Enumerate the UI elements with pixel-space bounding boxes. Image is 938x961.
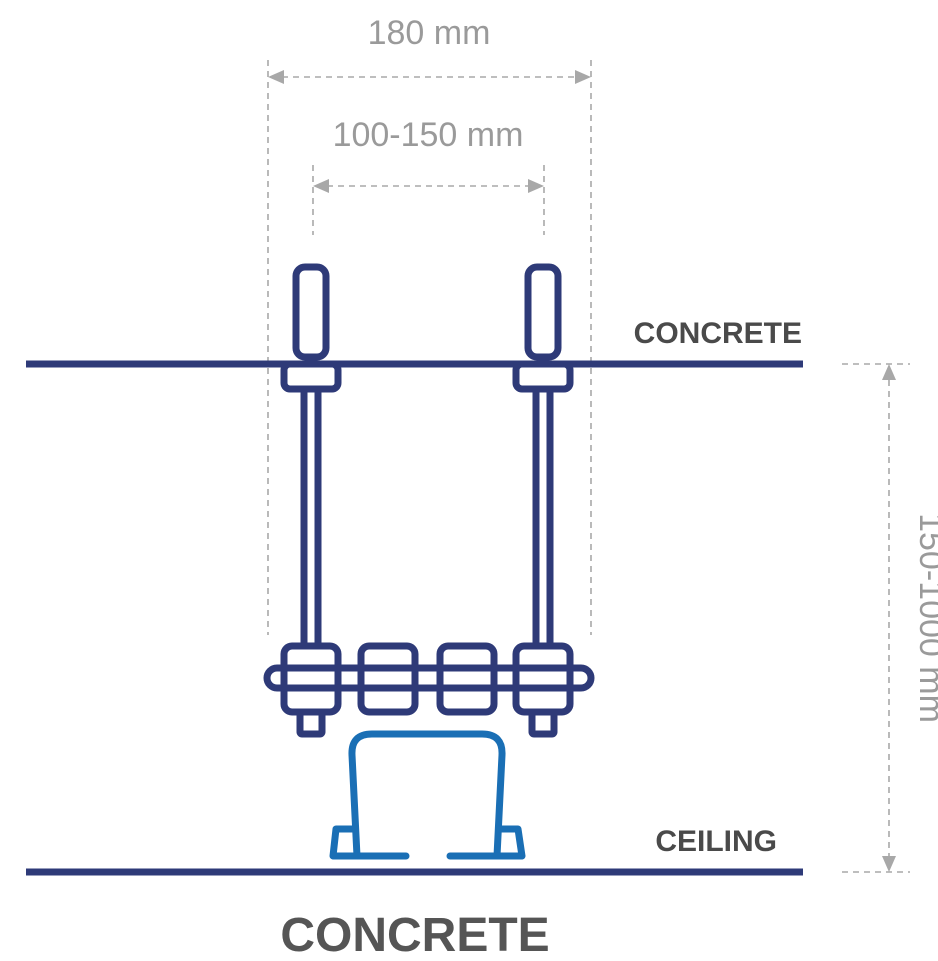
outer-width-label: 180 mm: [368, 14, 491, 52]
height-dimension: 150-1000 mm: [842, 363, 938, 873]
height-label: 150-1000 mm: [912, 513, 938, 723]
left-anchor-rod: [280, 263, 342, 738]
diagram-title: CONCRETE: [280, 909, 549, 961]
concrete-top-label: CONCRETE: [634, 317, 802, 350]
ceiling-channel-profile: [329, 730, 526, 860]
ceiling-label: CEILING: [655, 825, 777, 858]
inner-width-dimension: 100-150 mm: [312, 116, 545, 235]
right-anchor-rod: [512, 263, 574, 738]
outer-width-dimension: 180 mm: [267, 14, 592, 635]
inner-width-label: 100-150 mm: [333, 116, 524, 154]
crossbar-assembly: [263, 642, 595, 716]
